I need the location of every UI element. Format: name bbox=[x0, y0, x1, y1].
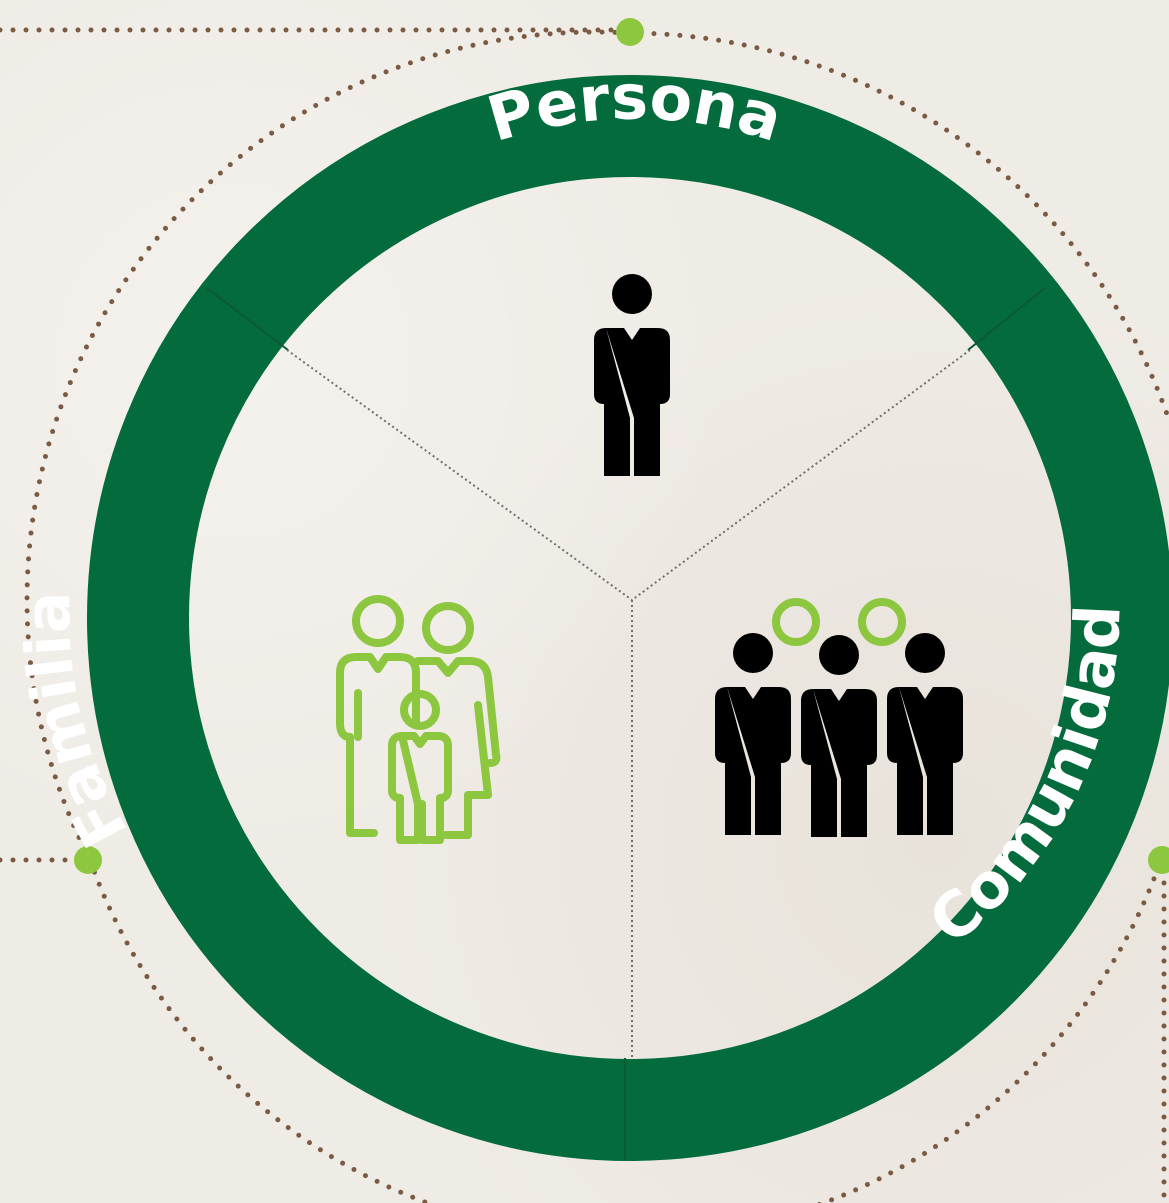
ring-divider-right bbox=[967, 287, 1046, 351]
spoke-right bbox=[631, 349, 971, 601]
family-icon bbox=[336, 595, 501, 844]
left-dotted-arc bbox=[24, 29, 631, 863]
ring-divider-left bbox=[206, 287, 289, 351]
top-right-dotted-arc bbox=[625, 30, 1169, 423]
community-icon bbox=[715, 598, 963, 837]
outer-ring bbox=[87, 75, 1169, 1161]
ring-dividers bbox=[206, 287, 1046, 1160]
inner-spokes bbox=[286, 349, 971, 1058]
top-node-dot bbox=[616, 18, 644, 46]
bottom-dotted-arc bbox=[87, 857, 1164, 1203]
outer-dotted-paths bbox=[0, 27, 1169, 1203]
spoke-left bbox=[286, 349, 633, 601]
right-node-dot bbox=[1148, 846, 1169, 874]
left-node-dot bbox=[74, 846, 102, 874]
person-icon bbox=[594, 274, 670, 476]
